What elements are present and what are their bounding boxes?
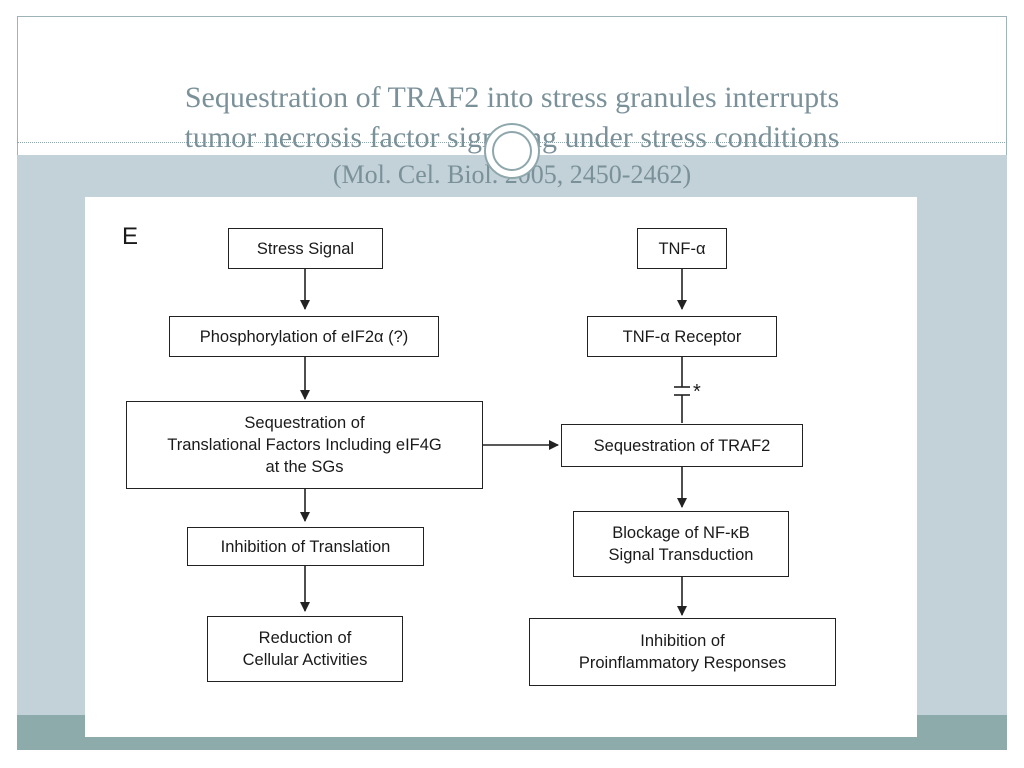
node-phosphorylation-label: Phosphorylation of eIF2α (?) bbox=[199, 327, 409, 346]
node-reduction-line2: Cellular Activities bbox=[242, 651, 368, 669]
title-line-1: Sequestration of TRAF2 into stress granu… bbox=[184, 81, 840, 114]
node-sequestration-factors: Sequestration of Translational Factors I… bbox=[126, 401, 483, 489]
panel-label: E bbox=[122, 223, 139, 250]
decorative-ring-icon bbox=[484, 123, 540, 179]
node-tnf-receptor: TNF-α Receptor bbox=[587, 316, 777, 357]
node-sequestration-factors-line1: Sequestration of bbox=[244, 414, 365, 432]
node-reduction-line1: Reduction of bbox=[258, 629, 352, 647]
node-stress-signal: Stress Signal bbox=[228, 228, 383, 269]
node-phosphorylation: Phosphorylation of eIF2α (?) bbox=[169, 316, 439, 357]
decorative-ring-inner bbox=[492, 131, 532, 171]
node-tnf-alpha: TNF-α bbox=[637, 228, 727, 269]
node-tnf-alpha-label: TNF-α bbox=[658, 239, 706, 258]
node-blockage-nfkb: Blockage of NF-κB Signal Transduction bbox=[573, 511, 789, 577]
node-sequestration-factors-line2: Translational Factors Including eIF4G bbox=[167, 436, 442, 454]
node-inhibition-proinflam-line2: Proinflammatory Responses bbox=[578, 654, 787, 672]
node-stress-signal-label: Stress Signal bbox=[256, 239, 355, 258]
node-sequestration-factors-line3: at the SGs bbox=[265, 458, 344, 476]
node-blockage-line2: Signal Transduction bbox=[608, 546, 754, 564]
node-inhibition-proinflam-line1: Inhibition of bbox=[640, 632, 725, 650]
node-inhibition-translation: Inhibition of Translation bbox=[187, 527, 424, 566]
inhibition-asterisk: * bbox=[693, 381, 701, 403]
node-sequestration-traf2-label: Sequestration of TRAF2 bbox=[593, 436, 771, 455]
diagram-panel: E * Stress Signal Phosphorylation of eIF… bbox=[85, 197, 917, 737]
node-sequestration-traf2: Sequestration of TRAF2 bbox=[561, 424, 803, 467]
node-inhibition-proinflammatory: Inhibition of Proinflammatory Responses bbox=[529, 618, 836, 686]
node-reduction-activities: Reduction of Cellular Activities bbox=[207, 616, 403, 682]
node-tnf-receptor-label: TNF-α Receptor bbox=[622, 327, 742, 346]
node-blockage-line1: Blockage of NF-κB bbox=[612, 524, 750, 542]
node-inhibition-translation-label: Inhibition of Translation bbox=[220, 537, 391, 556]
diagram-edges bbox=[300, 269, 690, 616]
